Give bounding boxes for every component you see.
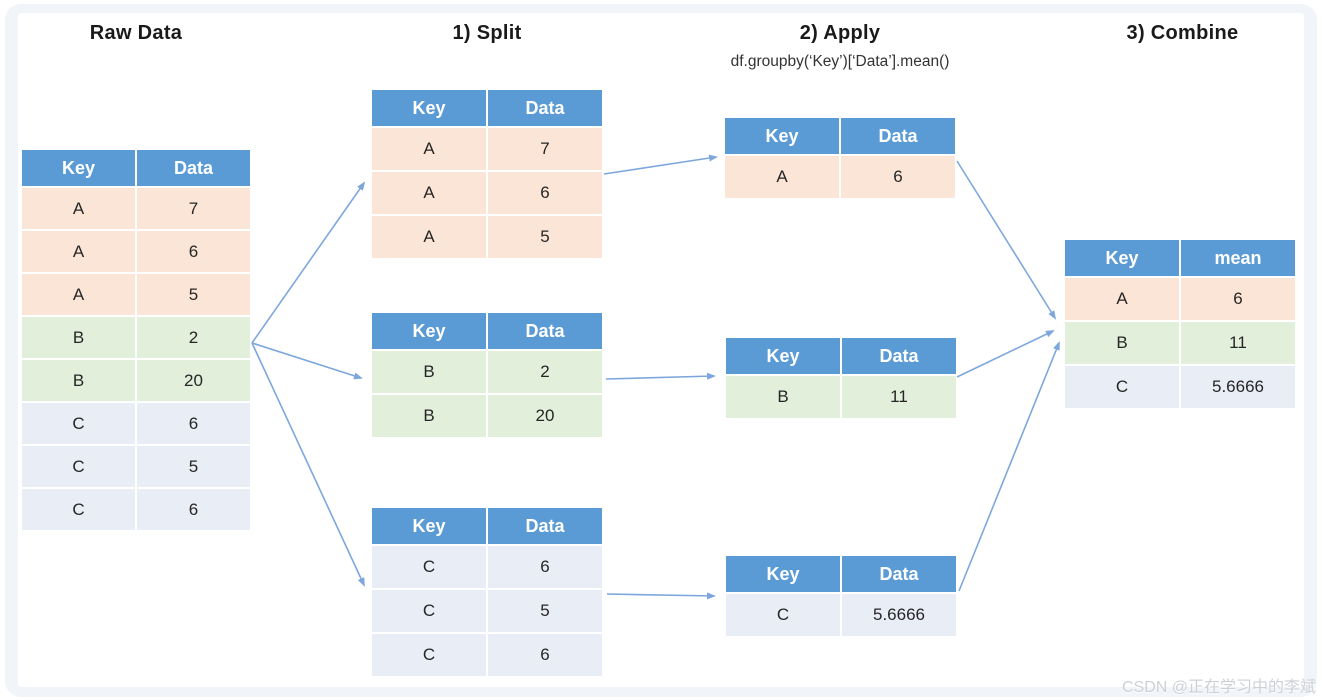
- table-cell: 7: [137, 188, 250, 229]
- table-cell: A: [22, 231, 135, 272]
- table-cell: 6: [137, 403, 250, 444]
- table-cell: 6: [137, 489, 250, 530]
- table-cell: A: [22, 274, 135, 315]
- table-cell: 6: [488, 172, 602, 214]
- table-cell: B: [22, 317, 135, 358]
- column-header: Key: [372, 313, 486, 349]
- table-cell: B: [22, 360, 135, 401]
- table-cell: 20: [488, 395, 602, 437]
- table-cell: C: [372, 546, 486, 588]
- table-cell: 6: [488, 634, 602, 676]
- table-cell: 6: [1181, 278, 1295, 320]
- table-cell: B: [726, 376, 840, 418]
- column-header: Data: [488, 313, 602, 349]
- table-cell: C: [22, 489, 135, 530]
- table-cell: 2: [488, 351, 602, 393]
- table-cell: 5: [488, 216, 602, 258]
- table-cell: 5.6666: [1181, 366, 1295, 408]
- table-cell: 11: [1181, 322, 1295, 364]
- table-cell: C: [372, 634, 486, 676]
- table-cell: 2: [137, 317, 250, 358]
- table-cell: 11: [842, 376, 956, 418]
- table-cell: A: [372, 172, 486, 214]
- table-cell: C: [1065, 366, 1179, 408]
- table-cell: A: [372, 216, 486, 258]
- column-header: Key: [726, 338, 840, 374]
- table-cell: B: [372, 395, 486, 437]
- raw-data-title: Raw Data: [89, 22, 183, 44]
- table-cell: A: [725, 156, 839, 198]
- column-header: Data: [842, 556, 956, 592]
- column-header: Key: [726, 556, 840, 592]
- table-cell: C: [22, 446, 135, 487]
- column-header: Data: [841, 118, 955, 154]
- table-cell: 5: [488, 590, 602, 632]
- table-cell: B: [372, 351, 486, 393]
- table-cell: 5.6666: [842, 594, 956, 636]
- column-header: Data: [488, 508, 602, 544]
- table-cell: 6: [841, 156, 955, 198]
- table-cell: A: [372, 128, 486, 170]
- table-cell: B: [1065, 322, 1179, 364]
- column-header: Key: [372, 90, 486, 126]
- table-cell: 7: [488, 128, 602, 170]
- csdn-watermark: CSDN @正在学习中的李斌: [1121, 679, 1316, 696]
- table-cell: A: [1065, 278, 1179, 320]
- apply-title: 2) Apply: [799, 22, 881, 44]
- table-cell: C: [22, 403, 135, 444]
- table-cell: C: [372, 590, 486, 632]
- table-cell: 5: [137, 446, 250, 487]
- column-header: Data: [488, 90, 602, 126]
- table-cell: 5: [137, 274, 250, 315]
- groupby-code-text: df.groupby(‘Key’)[‘Data’].mean(): [730, 53, 950, 70]
- column-header: Key: [725, 118, 839, 154]
- table-cell: A: [22, 188, 135, 229]
- column-header: Key: [372, 508, 486, 544]
- table-cell: 6: [137, 231, 250, 272]
- table-cell: 6: [488, 546, 602, 588]
- column-header: Key: [22, 150, 135, 186]
- table-cell: 20: [137, 360, 250, 401]
- column-header: Key: [1065, 240, 1179, 276]
- column-header: mean: [1181, 240, 1295, 276]
- column-header: Data: [137, 150, 250, 186]
- table-cell: C: [726, 594, 840, 636]
- combine-title: 3) Combine: [1126, 22, 1239, 44]
- column-header: Data: [842, 338, 956, 374]
- split-title: 1) Split: [452, 22, 522, 44]
